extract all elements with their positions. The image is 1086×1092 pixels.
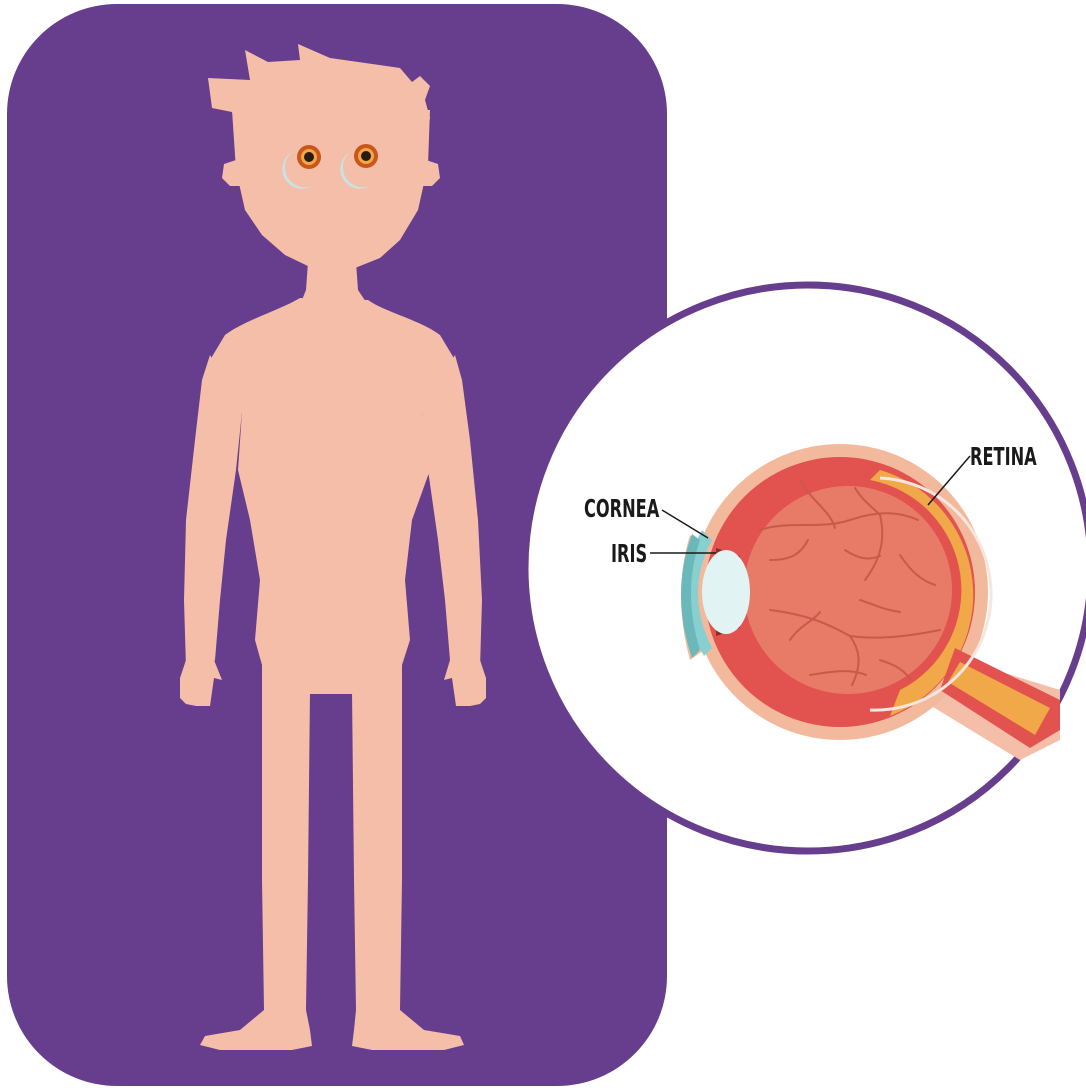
cornea-label: CORNEA xyxy=(584,496,659,521)
iris-label: IRIS xyxy=(611,541,647,566)
retina-label: RETINA xyxy=(970,444,1037,469)
